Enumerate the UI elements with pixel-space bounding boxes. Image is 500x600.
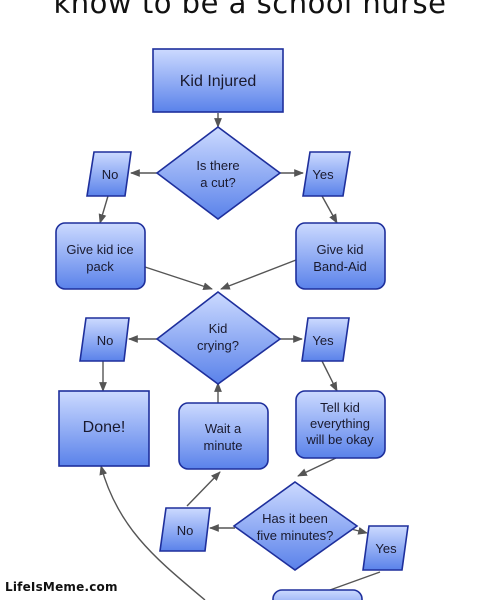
node-tell-line1: Tell kid bbox=[320, 400, 360, 415]
answer-cut-yes: Yes bbox=[302, 151, 351, 197]
decision-five-line1: Has it been bbox=[262, 511, 328, 526]
node-kid-injured-label: Kid Injured bbox=[180, 73, 257, 90]
decision-cut-line2: a cut? bbox=[200, 175, 235, 190]
decision-crying-line1: Kid bbox=[209, 321, 228, 336]
arrow-yes-to-tell bbox=[321, 360, 338, 392]
answer-crying-yes-label: Yes bbox=[312, 333, 334, 348]
arrow-icepack-to-crying bbox=[144, 266, 213, 290]
node-give-band-aid-line2: Band-Aid bbox=[313, 259, 366, 274]
node-give-ice-pack-line1: Give kid ice bbox=[66, 242, 133, 257]
answer-crying-yes: Yes bbox=[301, 317, 350, 362]
arrow-tell-to-fivemin bbox=[297, 457, 337, 477]
answer-five-no-label: No bbox=[177, 523, 194, 538]
answer-crying-no: No bbox=[79, 317, 130, 362]
arrow-yes-to-bandaid bbox=[321, 195, 338, 224]
node-wait-line2: minute bbox=[203, 438, 242, 453]
node-tell-line3: will be okay bbox=[305, 432, 374, 447]
node-give-band-aid-line1: Give kid bbox=[317, 242, 364, 257]
answer-crying-no-label: No bbox=[97, 333, 114, 348]
answer-five-yes: Yes bbox=[362, 525, 409, 571]
decision-five-line2: five minutes? bbox=[257, 528, 334, 543]
node-give-ice-pack: Give kid ice pack bbox=[55, 222, 146, 290]
arrow-no-to-wait bbox=[186, 471, 221, 507]
node-give-ice-pack-line2: pack bbox=[86, 259, 114, 274]
node-tell-line2: everything bbox=[310, 416, 370, 431]
decision-kid-crying: Kid crying? bbox=[155, 290, 282, 385]
answer-cut-yes-label: Yes bbox=[312, 167, 334, 182]
decision-is-there-a-cut: Is there a cut? bbox=[155, 126, 282, 220]
node-kid-injured: Kid Injured bbox=[152, 48, 284, 113]
node-done: Done! bbox=[58, 390, 150, 467]
watermark-logo: LifeIsMeme.com bbox=[5, 580, 118, 594]
node-give-band-aid: Give kid Band-Aid bbox=[295, 222, 386, 290]
arrow-no-to-icepack bbox=[98, 195, 109, 224]
decision-five-minutes: Has it been five minutes? bbox=[232, 481, 359, 571]
node-tell-kid: Tell kid everything will be okay bbox=[295, 390, 386, 459]
answer-cut-no: No bbox=[86, 151, 132, 197]
arrow-yes-to-next bbox=[329, 571, 381, 591]
arrow-curve-to-done bbox=[99, 465, 206, 600]
decision-cut-line1: Is there bbox=[196, 158, 239, 173]
answer-five-yes-label: Yes bbox=[375, 541, 397, 556]
connectors bbox=[98, 113, 381, 600]
node-next-cutoff bbox=[272, 589, 363, 600]
answer-cut-no-label: No bbox=[102, 167, 119, 182]
page-title: know to be a school nurse bbox=[53, 0, 447, 20]
answer-five-no: No bbox=[159, 507, 211, 552]
node-done-label: Done! bbox=[83, 419, 126, 436]
node-wait-a-minute: Wait a minute bbox=[178, 402, 269, 470]
node-wait-line1: Wait a bbox=[205, 421, 242, 436]
decision-crying-line2: crying? bbox=[197, 338, 239, 353]
arrow-bandaid-to-crying bbox=[220, 259, 297, 290]
